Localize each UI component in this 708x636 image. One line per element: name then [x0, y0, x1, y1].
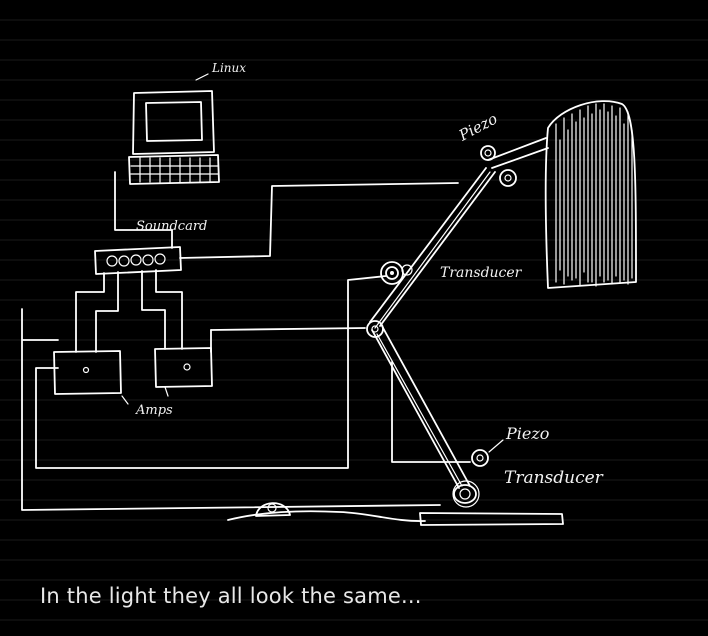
label-amps: Amps	[136, 403, 173, 418]
piezo-bottom-device	[471, 439, 504, 467]
amp-right	[154, 347, 213, 388]
label-soundcard: Soundcard	[136, 219, 208, 234]
amps-pointers	[121, 386, 169, 405]
caption: In the light they all look the same...	[40, 584, 422, 608]
keyboard	[128, 154, 220, 185]
desk-lamp	[366, 137, 564, 526]
lamp-shade	[544, 100, 637, 289]
wiring	[21, 171, 471, 522]
piezo-top-device	[480, 145, 496, 161]
computer-monitor	[132, 90, 215, 155]
floor-switch	[255, 502, 291, 517]
amp-left	[53, 350, 122, 395]
soundcard-box	[94, 246, 182, 275]
label-linux: Linux	[212, 61, 247, 75]
background-grid	[0, 19, 708, 621]
label-transducer-bottom: Transducer	[504, 468, 603, 488]
transducer-bottom-device	[452, 480, 480, 508]
label-transducer-mid: Transducer	[440, 265, 522, 281]
linux-pointer	[195, 73, 209, 81]
transducer-mid-device	[380, 261, 413, 285]
label-piezo-bottom: Piezo	[506, 424, 550, 443]
